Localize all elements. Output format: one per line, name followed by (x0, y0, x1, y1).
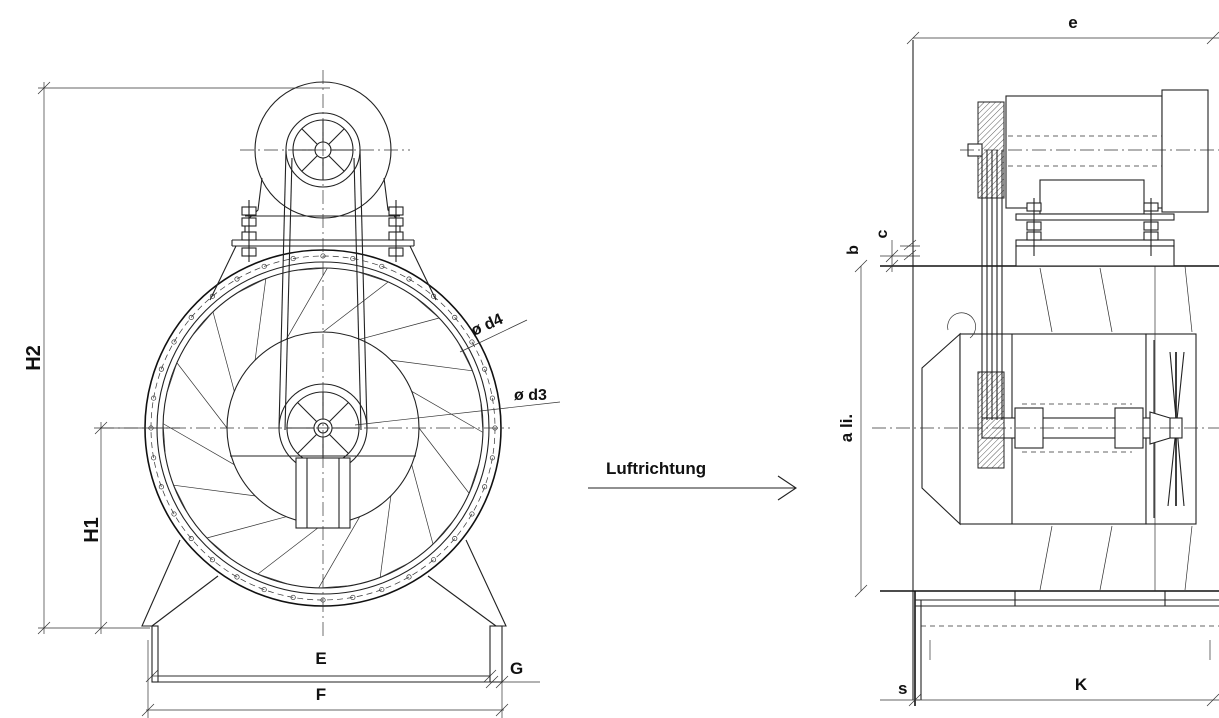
side-bolt-right (1143, 198, 1159, 256)
dim-e: e (1068, 13, 1077, 32)
belt-right (359, 149, 368, 429)
dim-d3: ø d3 (514, 387, 547, 404)
flange-bolt-holes (148, 253, 498, 603)
airflow-indicator: Luftrichtung (588, 459, 797, 501)
dim-b: b (845, 245, 862, 255)
dim-H1: H1 (81, 517, 103, 543)
dim-H2: H2 (23, 345, 45, 371)
bracket-bolt-left (241, 200, 257, 262)
impeller-blades (162, 267, 484, 589)
dim-a-li: a li. (837, 414, 856, 442)
dim-d4: ø d4 (469, 311, 506, 340)
dim-s: s (898, 679, 907, 698)
motor-end-cap (1161, 89, 1209, 213)
dim-K: K (1075, 675, 1088, 694)
side-bolt-left (1026, 198, 1042, 256)
dim-E: E (315, 649, 326, 668)
side-view: e b c a li. s K (837, 13, 1219, 707)
front-view: H2 H1 ø d4 ø d3 E F G (23, 70, 561, 718)
airflow-arrow-head (777, 475, 797, 501)
bracket-bolt-right (388, 200, 404, 262)
dim-G: G (510, 659, 523, 678)
dim-F: F (316, 685, 326, 704)
belt-left (278, 149, 287, 429)
dim-c: c (874, 229, 891, 238)
airflow-label: Luftrichtung (606, 459, 706, 478)
